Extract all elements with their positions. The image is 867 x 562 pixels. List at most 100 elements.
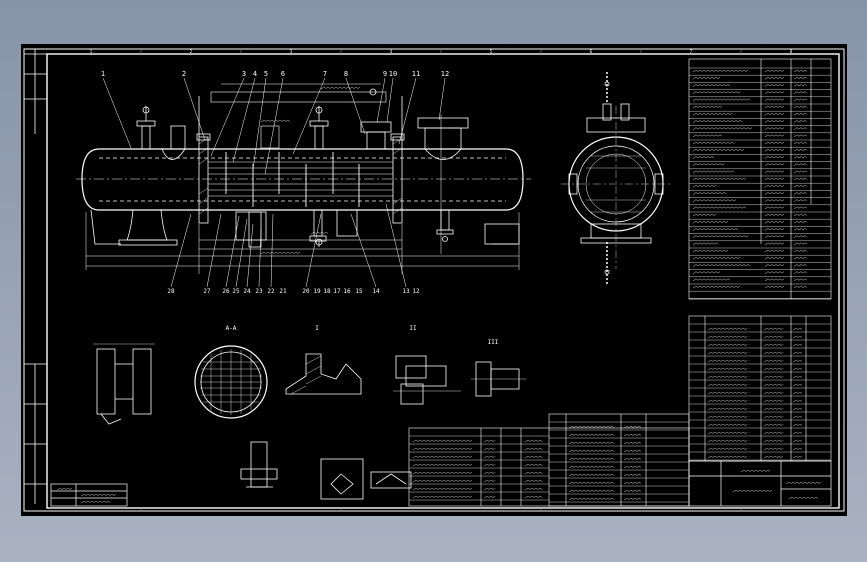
sheet-border (23, 48, 845, 512)
tiny-text-mark (692, 199, 737, 202)
tiny-text-mark (793, 213, 808, 217)
tiny-text-mark (764, 156, 785, 159)
tiny-text-mark (792, 367, 803, 371)
tiny-text-mark (80, 493, 117, 497)
balloon-label: 5 (264, 70, 268, 78)
detail-views (93, 343, 526, 500)
tiny-text-mark (692, 91, 741, 94)
tiny-text-mark (707, 367, 748, 371)
tiny-text-mark (792, 415, 803, 419)
tiny-text-mark (793, 264, 808, 267)
section-mark: I (315, 325, 319, 332)
tiny-text-mark (763, 455, 784, 459)
tiny-text-mark (692, 192, 727, 195)
tiny-text-mark (793, 69, 808, 73)
tiny-text-mark (692, 69, 749, 73)
tiny-text-mark (763, 423, 784, 427)
tiny-text-mark (764, 112, 785, 116)
tiny-text-mark (740, 469, 771, 473)
tiny-text-mark (763, 343, 784, 347)
tiny-text-mark (483, 463, 496, 467)
balloon-label: 8 (344, 70, 348, 78)
tiny-text-mark (692, 264, 751, 267)
tiny-text-mark (692, 84, 731, 87)
tiny-text-mark (793, 156, 808, 159)
tiny-text-mark (763, 351, 784, 355)
tiny-text-mark (763, 439, 784, 443)
tiny-text-mark (692, 170, 735, 174)
tiny-text-mark (524, 487, 543, 491)
tiny-text-mark (764, 285, 785, 289)
balloon-label: 13 (402, 288, 410, 295)
tiny-text-mark (692, 177, 747, 181)
tiny-text-mark (568, 465, 615, 469)
balloon-label: 1 (101, 70, 105, 78)
tiny-text-mark (707, 343, 748, 347)
tiny-text-mark (692, 278, 731, 282)
tiny-text-mark (793, 199, 808, 202)
tiny-text-mark (483, 471, 496, 475)
balloon-label: 9 (383, 70, 387, 78)
tiny-text-mark (763, 415, 784, 419)
tiny-text-mark (793, 170, 808, 174)
balloon-label: 16 (343, 288, 351, 295)
tiny-text-mark (524, 479, 543, 483)
tiny-text-mark (763, 383, 784, 387)
tiny-text-mark (260, 119, 291, 123)
tiny-text-mark (568, 473, 615, 477)
grid-number: 1 (90, 49, 93, 54)
tiny-text-mark (623, 425, 642, 429)
tiny-text-mark (793, 163, 808, 166)
tiny-text-mark (792, 423, 803, 427)
tiny-text-mark (707, 439, 748, 443)
dimension-lines (85, 83, 520, 274)
tiny-text-mark (692, 156, 715, 159)
tiny-text-mark (764, 177, 785, 181)
tiny-text-mark (793, 228, 808, 231)
tiny-text-mark (412, 495, 473, 499)
tiny-text-mark (764, 220, 785, 224)
tiny-text-mark (412, 471, 473, 475)
tiny-text-mark (483, 439, 496, 443)
tiny-text-mark (568, 481, 615, 485)
tiny-text-mark (483, 479, 496, 483)
tiny-text-mark (764, 213, 785, 217)
tiny-text-mark (707, 335, 748, 339)
tiny-text-mark (260, 251, 301, 255)
tiny-text-mark (763, 327, 784, 331)
tiny-text-mark (568, 489, 615, 493)
tiny-text-mark (707, 327, 748, 331)
tiny-text-mark (793, 84, 808, 87)
tiny-text-mark (764, 199, 785, 202)
tiny-text-mark (524, 463, 543, 467)
tiny-text-mark (412, 487, 473, 491)
tiny-text-mark (763, 335, 784, 339)
tiny-text-mark (320, 86, 361, 90)
tiny-text-mark (707, 399, 748, 403)
tiny-text-mark (623, 449, 642, 453)
tiny-text-mark (692, 285, 741, 289)
tiny-text-mark (483, 487, 496, 491)
section-mark: III (488, 339, 499, 346)
tiny-text-mark (692, 163, 725, 166)
tiny-text-mark (707, 447, 748, 451)
tiny-text-mark (793, 206, 808, 210)
tiny-text-mark (763, 359, 784, 363)
exchanger-elevation (76, 88, 531, 248)
tiny-text-mark (793, 256, 808, 260)
tiny-text-mark (692, 98, 751, 102)
grid-number: 4 (390, 49, 393, 54)
tiny-text-mark (692, 134, 723, 138)
tiny-text-mark (764, 91, 785, 94)
balloon-label: 7 (323, 70, 327, 78)
grid-number: 3 (290, 49, 293, 54)
tiny-text-mark (568, 457, 615, 461)
tiny-text-mark (793, 112, 808, 116)
tiny-text-mark (524, 447, 543, 451)
tiny-text-mark (793, 98, 808, 102)
grid-number: 5 (490, 49, 493, 54)
tiny-text-mark (692, 184, 717, 188)
balloon-label: 14 (372, 288, 380, 295)
tiny-text-mark (763, 367, 784, 371)
